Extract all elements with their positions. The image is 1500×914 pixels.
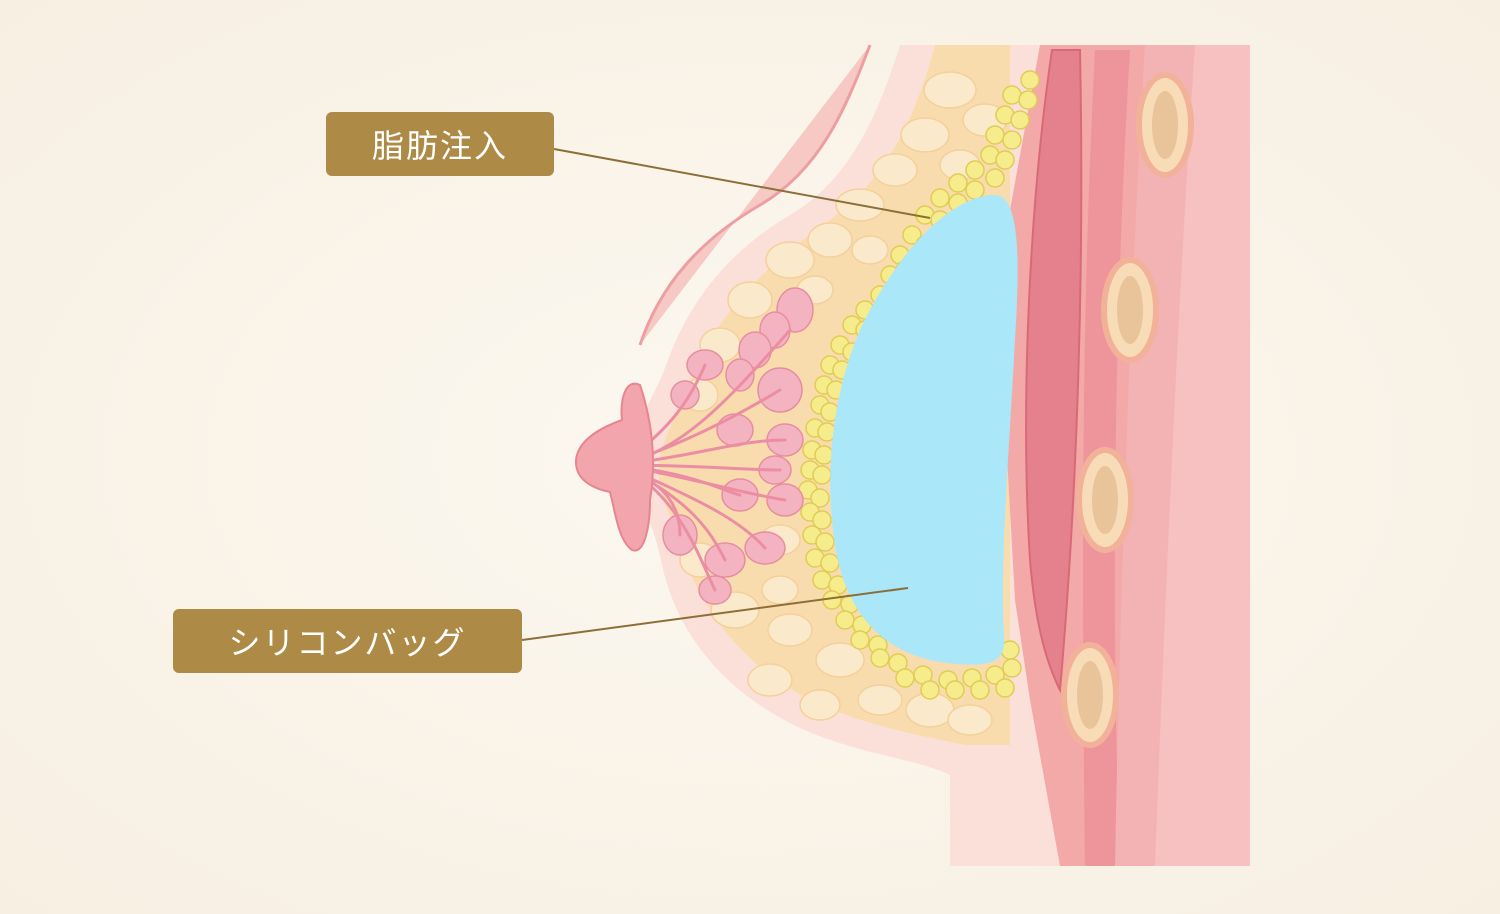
- fat-injection-label: 脂肪注入: [326, 112, 554, 176]
- silicone-bag-leader-line: [521, 587, 909, 641]
- fat-injection-leader-line: [553, 148, 931, 219]
- ribs: [1061, 72, 1194, 748]
- silicone-bag-label: シリコンバッグ: [173, 609, 522, 673]
- muscle-fibers: [1025, 49, 1083, 694]
- fat-injection-label-text: 脂肪注入: [371, 127, 508, 165]
- nipple: [574, 382, 654, 552]
- skin-layer: [638, 44, 872, 346]
- silicone-implant: [830, 195, 1018, 665]
- silicone-bag-label-text: シリコンバッグ: [228, 624, 467, 662]
- deep-layer: [1155, 45, 1250, 866]
